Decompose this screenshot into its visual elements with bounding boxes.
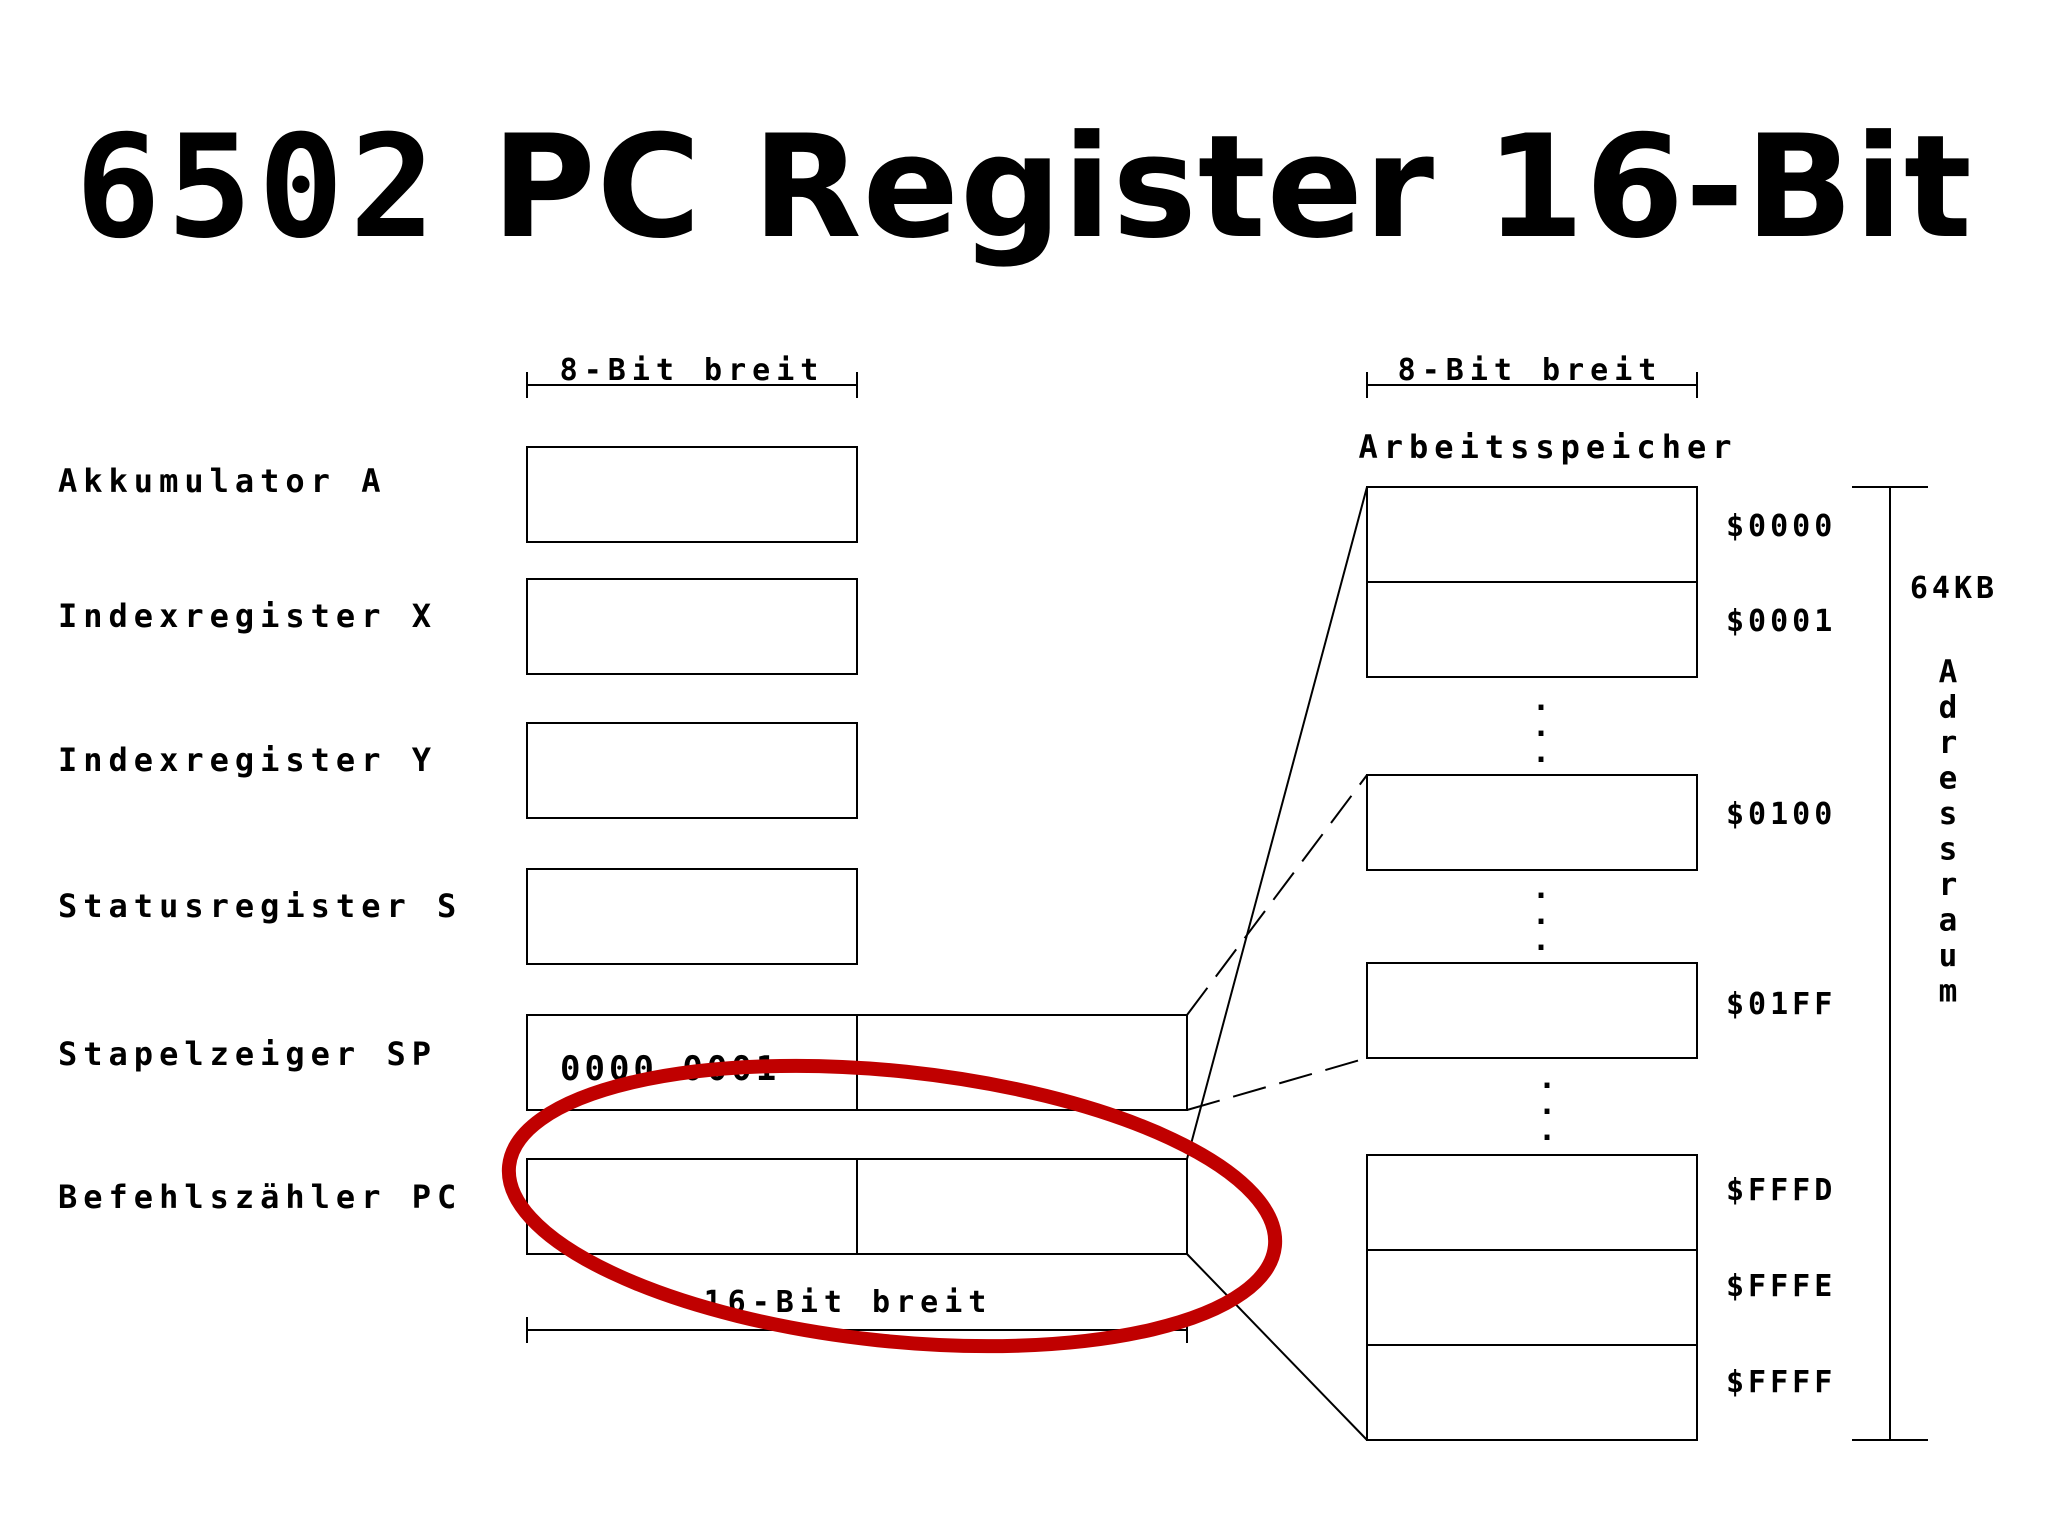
memory-cell-fffd [1366,1154,1698,1251]
register-label-status: Statusregister S [58,887,462,925]
memory-cell-0100 [1366,774,1698,871]
sp-connector-lines [1186,774,1368,1111]
register-box-akkumulator [526,446,858,543]
title-rest: PC Register 16-Bit [491,105,1973,270]
page-title: 6502 PC Register 16-Bit [0,105,2048,285]
memory-cell-ffff [1366,1344,1698,1441]
address-label-01ff: $01FF [1726,987,1836,1022]
address-label-0100: $0100 [1726,797,1836,832]
memory-cell-fffe [1366,1249,1698,1346]
title-chip: 6502 [75,105,442,270]
address-label-0001: $0001 [1726,604,1836,639]
register-box-status [526,868,858,965]
pc-connector-lines [1186,486,1368,1441]
register-box-index-y [526,722,858,819]
memory-width-bracket [1366,372,1698,398]
register-box-index-x [526,578,858,675]
address-label-fffe: $FFFE [1726,1269,1836,1304]
register-width-label: 8-Bit breit [560,353,825,388]
register-label-index-x: Indexregister X [58,597,437,635]
memory-title: Arbeitsspeicher [1359,428,1738,466]
address-space-bracket [1852,486,1928,1441]
address-space-size: 64KB [1910,571,1998,606]
ellipsis-1: ... [1532,683,1550,770]
memory-cell-01ff [1366,962,1698,1059]
memory-cell-0001 [1366,581,1698,678]
register-label-index-y: Indexregister Y [58,741,437,779]
ellipsis-2: ... [1532,871,1550,958]
memory-cell-0000 [1366,486,1698,583]
ellipsis-3: ... [1538,1061,1556,1148]
register-width-bracket [526,372,858,398]
highlight-ellipse [501,1058,1283,1354]
address-label-fffd: $FFFD [1726,1173,1836,1208]
register-label-stack-pointer: Stapelzeiger SP [58,1035,437,1073]
register-label-akkumulator: Akkumulator A [58,462,386,500]
register-label-program-counter: Befehlszähler PC [58,1178,462,1216]
address-label-ffff: $FFFF [1726,1365,1836,1400]
memory-width-label: 8-Bit breit [1398,353,1663,388]
address-label-0000: $0000 [1726,509,1836,544]
